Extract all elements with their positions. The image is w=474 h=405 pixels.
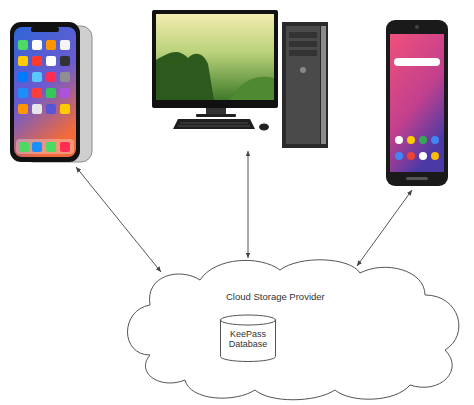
iphone-illustration bbox=[10, 22, 92, 162]
cloud-node: Cloud Storage ProviderKeePass Database bbox=[120, 255, 470, 403]
app-icon bbox=[419, 152, 427, 160]
keyboard-keys bbox=[180, 123, 248, 124]
sync-arrow bbox=[357, 190, 412, 266]
drive-bay bbox=[289, 41, 317, 47]
app-icon bbox=[32, 88, 42, 98]
app-icon bbox=[46, 72, 56, 82]
cylinder-top bbox=[221, 320, 276, 325]
app-icon bbox=[46, 142, 56, 152]
sync-lines bbox=[76, 151, 412, 272]
app-icon bbox=[431, 136, 439, 144]
power-button bbox=[300, 67, 306, 73]
drive-bay bbox=[289, 32, 317, 38]
phone-camera bbox=[415, 25, 419, 29]
search-bar bbox=[394, 58, 440, 66]
app-icon bbox=[46, 56, 56, 66]
dock bbox=[16, 139, 74, 154]
app-icon bbox=[18, 40, 28, 50]
app-icon bbox=[60, 72, 70, 82]
computer-tower bbox=[282, 22, 328, 148]
monitor-stand bbox=[206, 108, 226, 115]
app-icon bbox=[60, 88, 70, 98]
app-icon bbox=[18, 104, 28, 114]
cylinder-body bbox=[221, 315, 276, 362]
app-icon bbox=[60, 104, 70, 114]
drive-bay bbox=[289, 50, 317, 56]
cloud-node-outline bbox=[120, 255, 470, 403]
app-icon bbox=[32, 142, 42, 152]
monitor-base bbox=[196, 114, 236, 117]
phone-notch bbox=[31, 27, 59, 32]
cloud-label: Cloud Storage Provider bbox=[226, 291, 325, 302]
tower-side bbox=[321, 26, 326, 144]
app-icon bbox=[46, 88, 56, 98]
sync-arrow bbox=[76, 167, 161, 272]
screen-tree bbox=[156, 52, 214, 100]
database-cylinder: KeePass Database bbox=[220, 315, 276, 362]
phone-screen bbox=[14, 27, 76, 157]
nav-bar bbox=[406, 177, 428, 180]
app-icons bbox=[16, 40, 74, 154]
app-icon bbox=[60, 56, 70, 66]
app-icon bbox=[407, 152, 415, 160]
app-icon bbox=[18, 88, 28, 98]
app-icon bbox=[46, 104, 56, 114]
app-icon bbox=[60, 40, 70, 50]
sync-arrow bbox=[248, 151, 249, 258]
app-icon bbox=[19, 142, 29, 152]
tower-front bbox=[286, 26, 320, 144]
app-icon bbox=[395, 152, 403, 160]
desktop-illustration bbox=[152, 10, 328, 148]
phone-screen bbox=[390, 34, 444, 172]
app-icon bbox=[60, 142, 70, 152]
phone-bezel bbox=[386, 20, 448, 186]
app-icon bbox=[32, 72, 42, 82]
app-icon bbox=[407, 136, 415, 144]
app-icon bbox=[419, 136, 427, 144]
screen-hill bbox=[230, 77, 274, 100]
keyboard-keys bbox=[178, 126, 250, 127]
app-icon bbox=[395, 136, 403, 144]
app-icon bbox=[32, 56, 42, 66]
keyboard bbox=[173, 119, 255, 129]
monitor-screen bbox=[156, 14, 274, 100]
database-label: KeePass Database bbox=[224, 329, 272, 350]
app-icon bbox=[32, 104, 42, 114]
monitor-frame bbox=[152, 10, 278, 108]
app-icon bbox=[18, 56, 28, 66]
app-icon bbox=[32, 40, 42, 50]
app-icon bbox=[431, 152, 439, 160]
mouse bbox=[259, 124, 269, 131]
android-illustration bbox=[386, 20, 448, 186]
phone-bezel bbox=[10, 22, 80, 162]
cloud-outline bbox=[128, 260, 459, 400]
app-icon bbox=[18, 72, 28, 82]
app-icon bbox=[46, 40, 56, 50]
